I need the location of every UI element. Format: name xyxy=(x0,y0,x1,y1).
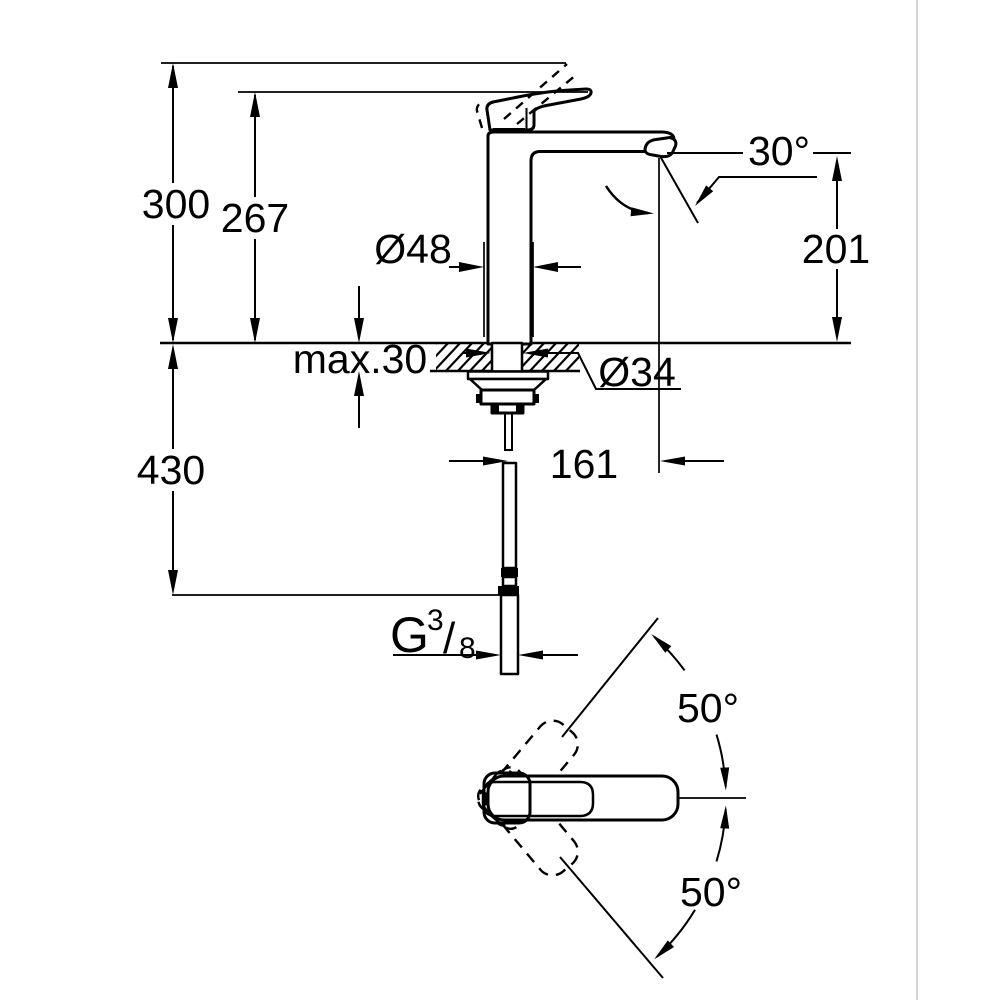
dimension-thread: G 3 / 8 xyxy=(390,604,578,665)
dimension-below-counter: 430 xyxy=(137,344,502,596)
dimension-overall-height: 300 xyxy=(142,62,566,343)
hose-connector-flange xyxy=(498,586,519,595)
overall-height-label: 300 xyxy=(142,181,210,227)
lever-height-label: 267 xyxy=(221,195,289,241)
dimension-body-diameter: Ø48 xyxy=(374,226,581,337)
nut-tab-left xyxy=(476,394,481,403)
front-view: 300 267 Ø48 max.30 xyxy=(137,62,870,676)
lever-raised-dashed xyxy=(475,63,577,129)
dimension-spout-height: 201 xyxy=(802,156,870,342)
aerator-spout-tip xyxy=(643,136,678,159)
dimension-deck-thickness: max.30 xyxy=(293,286,427,428)
swivel-limit-upper xyxy=(561,617,659,738)
thread-denominator-label: 8 xyxy=(459,632,476,665)
hose-connector-mid xyxy=(501,575,518,588)
nut-lower-dark-right xyxy=(516,404,523,413)
spray-angle-label: 30° xyxy=(748,128,810,174)
swivel-limit-lower xyxy=(559,856,664,979)
body-outline xyxy=(486,130,676,346)
spray-direction-line xyxy=(659,155,699,224)
mounting-nut xyxy=(479,388,536,406)
swivel-angle-lower-label: 50° xyxy=(680,869,742,915)
pull-rod xyxy=(504,412,513,451)
top-view-swivel: 50° 50° xyxy=(477,617,746,979)
deck-thickness-label: max.30 xyxy=(293,336,427,382)
mounting-shank xyxy=(490,341,524,373)
mounting-assembly xyxy=(466,341,550,676)
faucet-body xyxy=(475,63,678,346)
handle-end-cap xyxy=(482,771,532,825)
hole-diameter-label: Ø34 xyxy=(598,349,676,395)
handle-plan-view xyxy=(481,771,680,825)
flow-arc xyxy=(604,185,649,215)
nut-lower-dark-left xyxy=(492,404,499,413)
lever-handle xyxy=(485,87,593,132)
body-diameter-label: Ø48 xyxy=(374,226,452,272)
swivel-arcs xyxy=(651,634,730,960)
dimension-hole-diameter: Ø34 xyxy=(462,348,681,395)
swivel-angle-upper-label: 50° xyxy=(677,685,739,731)
thread-G-label: G xyxy=(390,607,429,663)
hose-connector-top xyxy=(501,568,518,577)
spout-reach-label: 161 xyxy=(550,441,618,487)
below-counter-label: 430 xyxy=(137,447,205,493)
connection-tube xyxy=(499,593,520,676)
dimension-spout-reach: 161 xyxy=(449,158,724,487)
annotation-spray-angle: 30° xyxy=(604,128,851,224)
spout-height-label: 201 xyxy=(802,226,870,272)
thread-slash: / xyxy=(443,614,456,663)
nut-tab-right xyxy=(534,394,539,403)
cone-washer xyxy=(468,377,548,392)
thread-numerator-label: 3 xyxy=(427,604,444,637)
supply-hose xyxy=(501,461,518,570)
dimension-lever-height: 267 xyxy=(221,91,588,343)
